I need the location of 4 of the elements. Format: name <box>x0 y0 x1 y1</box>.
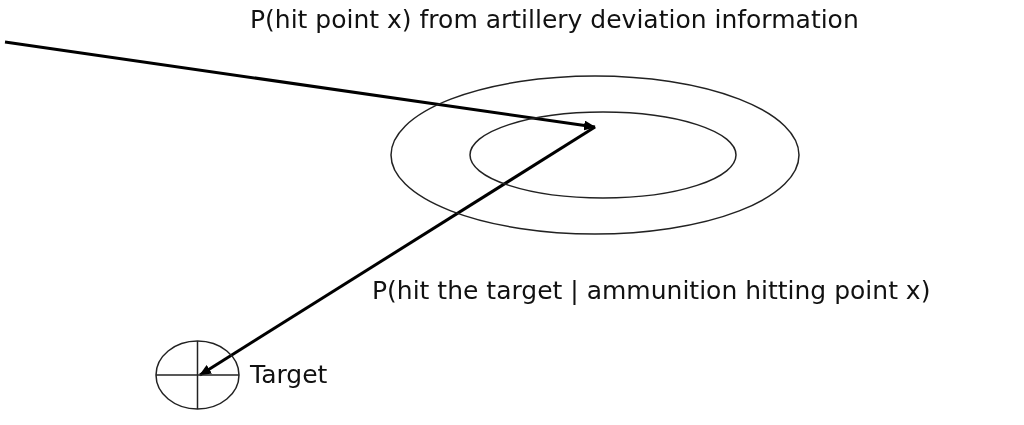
arrow <box>199 125 596 377</box>
node-caption: Target <box>250 360 328 390</box>
arrow <box>4 40 596 131</box>
node-heading: P(hit point x) from artillery deviation information <box>250 5 859 35</box>
